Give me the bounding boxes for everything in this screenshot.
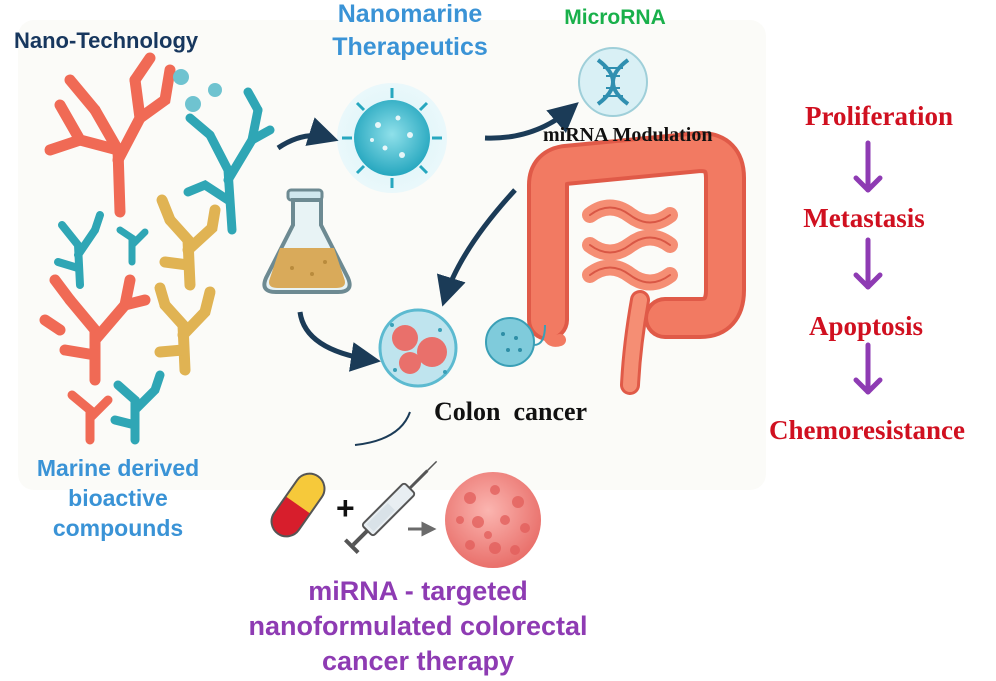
colon-icon [527,131,746,395]
mirna-modulation-label: miRNA Modulation [543,124,713,146]
marine-derived-label: Marine derived bioactive compounds [37,453,199,543]
outcome-arrows [853,140,883,395]
outcome-chemoresistance: Chemoresistance [769,415,965,445]
tumor-icon [445,472,541,568]
therapy-line-1: miRNA - targeted [308,576,528,606]
therapy-label: miRNA - targeted nanoformulated colorect… [248,574,587,679]
syringe-icon [343,460,438,555]
nanomarine-label: Nanomarine Therapeutics [332,0,488,64]
outcome-metastasis: Metastasis [803,203,925,233]
nano-technology-label: Nano-Technology [14,28,199,53]
therapy-line-3: cancer therapy [321,646,515,676]
nanomarine-line-2: Therapeutics [332,33,488,61]
outcome-apoptosis: Apoptosis [808,311,924,341]
background-panel [18,20,766,490]
plus-sign: + [336,490,355,526]
connector-line [533,324,546,346]
flow-arrows [276,102,579,372]
pill-icon [270,472,326,538]
seaweed-cluster-icon [39,52,275,445]
nanomarine-line-1: Nanomarine [337,0,483,28]
marine-line-1: Marine derived [36,455,200,481]
cancer-cell-icon [378,308,535,388]
marine-line-3: compounds [52,515,184,541]
dna-icon [578,47,648,117]
bubbles-icon [173,69,222,112]
nanoparticle-icon [337,83,447,193]
flask-icon [262,188,352,294]
colon-cancer-label: Colon cancer [434,397,588,426]
callout-line [354,411,411,446]
outcome-proliferation: Proliferation [805,101,953,131]
marine-line-2: bioactive [68,485,168,511]
microrna-label: MicroRNA [564,6,666,29]
therapy-line-2: nanoformulated colorectal [248,611,588,641]
